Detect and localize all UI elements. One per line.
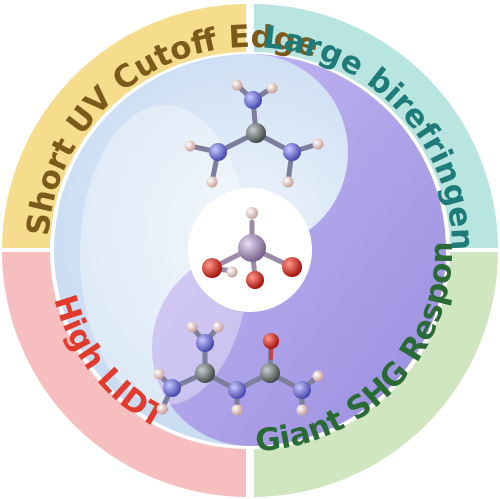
atom-hydrogen <box>266 82 278 94</box>
atom-hydrogen <box>186 321 198 333</box>
atom-carbon <box>246 123 266 143</box>
molecule-phosphate <box>202 207 302 289</box>
atom-hydrogen <box>246 207 258 219</box>
atom-nitrogen <box>196 334 214 352</box>
atom-nitrogen <box>293 381 311 399</box>
atom-hydrogen <box>212 321 224 333</box>
atom-hydrogen <box>226 266 238 278</box>
atom-nitrogen <box>244 91 262 109</box>
atom-carbon <box>260 363 280 383</box>
molecule-guanidinium <box>184 79 324 188</box>
atom-hydrogen <box>231 404 243 416</box>
atom-oxygen <box>246 271 264 289</box>
atom-carbon <box>195 363 215 383</box>
quadrant-top-left-segment <box>2 4 246 248</box>
atom-hydrogen <box>153 368 165 380</box>
atom-hydrogen <box>184 140 196 152</box>
atom-nitrogen <box>283 143 301 161</box>
atom-hydrogen <box>206 176 218 188</box>
quadrant-top-right-segment <box>254 4 498 248</box>
atom-nitrogen <box>228 381 246 399</box>
atom-oxygen <box>202 258 222 278</box>
atom-oxygen <box>282 257 302 277</box>
atom-nitrogen <box>163 379 181 397</box>
atom-hydrogen <box>231 79 243 91</box>
atom-hydrogen <box>312 138 324 150</box>
quadrant-bottom-left-segment <box>2 252 246 497</box>
atom-phosphorus <box>238 234 266 262</box>
atom-hydrogen <box>312 370 324 382</box>
quadrant-bottom-right-segment <box>254 252 498 497</box>
atom-hydrogen <box>296 404 308 416</box>
molecule-bottom-cation <box>153 321 324 416</box>
atom-hydrogen <box>282 176 294 188</box>
atom-hydrogen <box>156 403 168 415</box>
atom-oxygen <box>263 333 279 349</box>
atom-nitrogen <box>209 143 227 161</box>
